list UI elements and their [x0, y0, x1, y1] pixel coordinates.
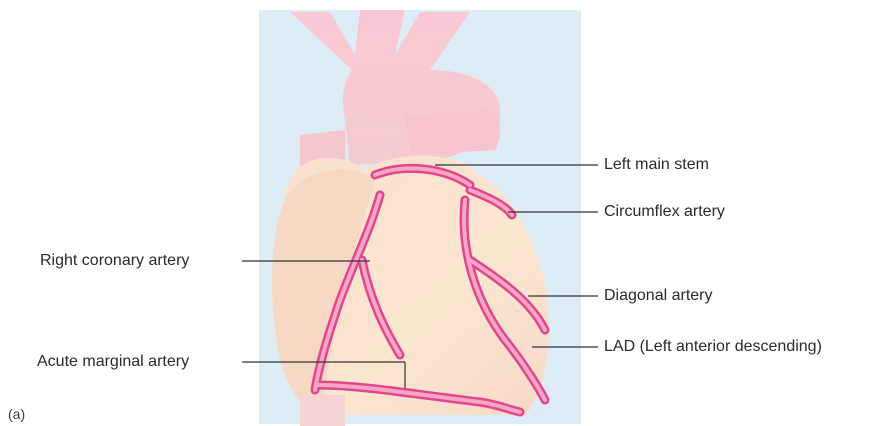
inferior-vessel — [300, 395, 345, 426]
panel-label: (a) — [8, 406, 25, 422]
label-diagonal-artery: Diagonal artery — [604, 287, 713, 305]
label-circumflex-artery: Circumflex artery — [604, 203, 725, 221]
label-left-main-stem: Left main stem — [604, 156, 709, 174]
label-lad: LAD (Left anterior descending) — [604, 338, 822, 356]
label-right-coronary-artery: Right coronary artery — [40, 252, 189, 270]
label-acute-marginal-artery: Acute marginal artery — [37, 353, 189, 371]
